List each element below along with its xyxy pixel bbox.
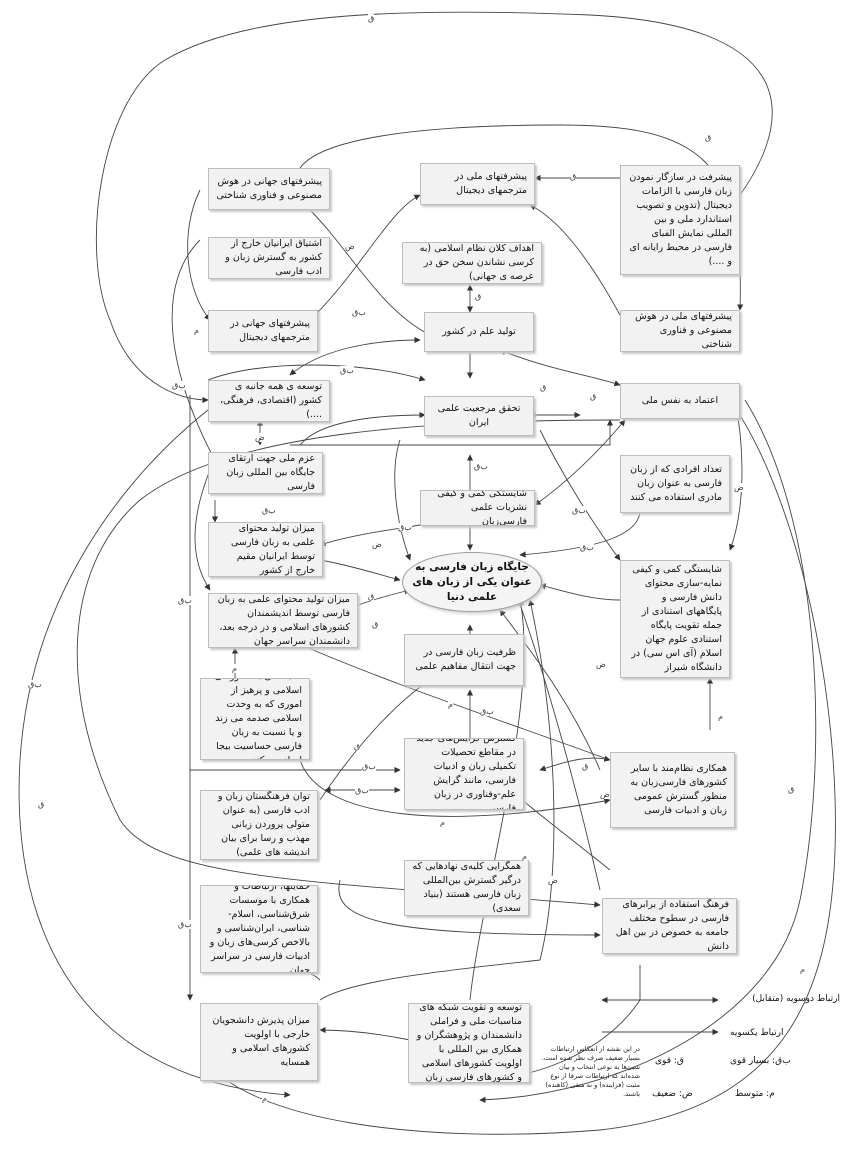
edge-label: ق — [705, 133, 712, 142]
node-academy: توان فرهنگستان زبان و ادب فارسی (به عنوا… — [200, 790, 318, 860]
edge-label: ب‌ق — [28, 680, 42, 689]
edge-label: ب‌ق — [362, 762, 376, 771]
edge-label: ق — [372, 620, 379, 629]
node-solidarity: همبستگی با کشورهای اسلامی و پرهیز از امو… — [200, 678, 310, 760]
edge-label: ب‌ق — [178, 596, 192, 605]
edge-label: ق — [540, 383, 547, 392]
legend-strong: ق: قوی — [655, 1056, 684, 1066]
node-scientific-authority: تحقق مرجعیت علمی ایران — [424, 396, 534, 436]
edge-label: ب‌ق — [580, 543, 594, 552]
edge-label: م — [522, 852, 527, 861]
node-networks: توسعه و تقویت شبکه های مناسبات ملی و فرا… — [408, 1003, 530, 1083]
node-expat-eager: اشتیاق ایرانیان خارج از کشور به گسترش زب… — [208, 237, 330, 279]
legend-medium: م: متوسط — [735, 1089, 775, 1099]
node-islamic-content: میزان تولید محتوای علمی به زبان فارسی تو… — [208, 593, 358, 648]
node-digital-adapt: پیشرفت در سازگار نمودن زبان فارسی با الز… — [620, 165, 740, 275]
legend-two-way: ارتباط دوسویه (متقابل) — [752, 994, 840, 1004]
edge-label: م — [448, 700, 453, 709]
edge-label: ب‌ق — [340, 366, 354, 375]
edge-label: ب‌ق — [480, 707, 494, 716]
edge-label: ب‌ق — [172, 381, 186, 390]
edge-label: ض — [345, 242, 355, 251]
node-cooperation: همکاری نظام‌مند با سایر کشورهای فارسی‌زب… — [610, 752, 735, 828]
edge-label: ق — [368, 14, 375, 23]
edge-label: ض — [734, 483, 744, 492]
edge-label: ق — [788, 785, 795, 794]
node-national-translators: پیشرفتهای ملی در مترجمهای دیجیتال — [420, 163, 535, 205]
node-new-fields: گسترش گرایش‌های جدید در مقاطع تحصیلات تک… — [404, 738, 524, 810]
node-equivalents: فرهنگ استفاده از برابرهای فارسی در سطوح … — [602, 898, 737, 954]
edge-label: ق — [38, 800, 45, 809]
node-macro-goals: اهداف کلان نظام اسلامی (به کرسی نشاندن س… — [402, 242, 542, 284]
node-national-will: عزم ملی جهت ارتقای جایگاه بین المللی زبا… — [208, 452, 323, 494]
node-science-prod: تولید علم در کشور — [424, 312, 534, 352]
legend-note: در این نقشه از انعکاس ارتباطات بسیار ضعی… — [541, 1045, 640, 1098]
node-development: توسعه ی همه جانبه ی کشور (اقتصادی، فرهنگ… — [208, 380, 330, 422]
node-institutions: همگرایی کلیه‌ی نهادهایی که درگیر گسترش ب… — [404, 860, 529, 916]
node-core-position: جایگاه زبان فارسی به عنوان یکی از زبان ه… — [402, 552, 542, 612]
node-indexing: شایستگی کمی و کیفی نمایه-سازی محتوای دان… — [620, 560, 730, 678]
edge-label: م — [262, 1094, 267, 1103]
edge-label: ق — [354, 742, 361, 751]
node-support: حمایتها، ارتباطات و همکاری با موسسات شرق… — [200, 885, 318, 973]
edge-label: ب‌ق — [398, 523, 412, 532]
node-ai-global: پیشرفتهای جهانی در هوش مصنوعی و فناوری ش… — [208, 168, 330, 210]
node-self-confidence: اعتماد به نفس ملی — [620, 383, 740, 419]
legend-very-strong: ب‌ق: بسیار قوی — [730, 1056, 791, 1066]
edge-label: ض — [255, 433, 265, 442]
legend-one-way: ارتباط یکسویه — [730, 1028, 784, 1038]
edge-label: ق — [582, 762, 589, 771]
edge-label: م — [718, 712, 723, 721]
edge-label: ب‌ق — [572, 506, 586, 515]
edge-label: ق — [368, 592, 375, 601]
edge-label: م — [232, 664, 237, 673]
node-expat-content: میزان تولید محتوای علمی به زبان فارسی تو… — [208, 522, 323, 577]
edge-label: م — [440, 818, 445, 827]
edge-label: ق — [590, 392, 597, 401]
edge-label: م — [800, 965, 805, 974]
edge-label: ض — [600, 790, 610, 799]
edge-label: ق — [475, 292, 482, 301]
edge-label: ب‌ق — [355, 786, 369, 795]
edge-label: ب‌ق — [262, 506, 276, 515]
node-capacity: ظرفیت زبان فارسی در جهت انتقال مفاهیم عل… — [404, 634, 524, 686]
node-global-translators: پیشرفتهای جهانی در مترجمهای دیجیتال — [208, 310, 318, 352]
edge-label: ب‌ق — [474, 462, 488, 471]
edge-label: ب‌ق — [352, 308, 366, 317]
node-native-speakers: تعداد افرادی که از زبان فارسی به عنوان ز… — [620, 455, 730, 513]
edge-label: ق — [570, 172, 577, 181]
legend-weak: ض: ضعیف — [652, 1089, 693, 1099]
node-publications: شایستگی کمی و کیفی نشریات علمی فارسی‌زبا… — [420, 490, 535, 526]
edge-label: م — [194, 326, 199, 335]
edge-label: ب‌ق — [178, 920, 192, 929]
node-national-ai: پیشرفتهای ملی در هوش مصنوعی و فناوری شنا… — [620, 310, 740, 352]
edge-label: ض — [596, 660, 606, 669]
node-students: میزان پذیرش دانشجویان خارجی با اولویت کش… — [200, 1003, 318, 1081]
edge-label: ض — [548, 876, 558, 885]
edge-label: ض — [372, 540, 382, 549]
